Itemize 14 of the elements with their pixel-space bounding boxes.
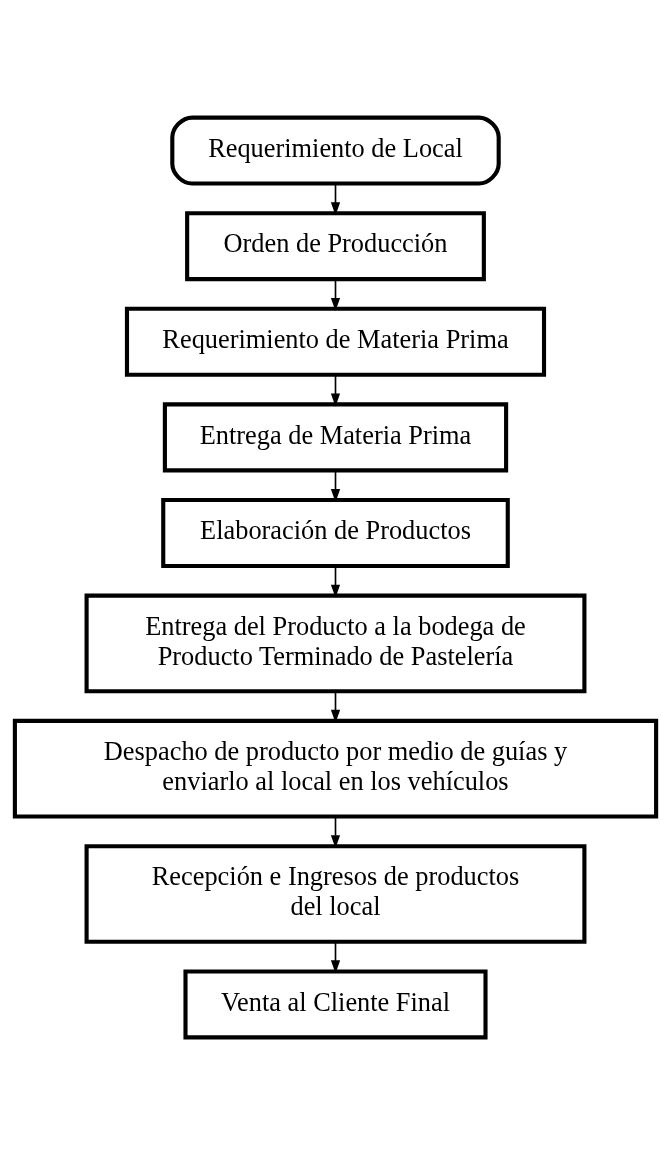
node-box: Elaboración de Productos [161,497,510,568]
arrow [330,374,341,407]
node-box: Orden de Producción [185,211,486,282]
node-box: Entrega del Producto a la bodega de Producto Terminado de Pastelería [84,593,587,694]
node-box: Entrega de Materia Prima [162,402,509,473]
node-box: Recepción e Ingresos de productos del local [84,844,587,944]
node-box: Despacho de producto por medio de guías y enviarlo al local en los vehículos [12,718,659,819]
node-box: Requerimiento de Local [170,115,501,186]
arrow [330,278,341,312]
arrow [330,183,341,216]
arrow [330,565,341,598]
arrow [330,941,341,974]
node-box: Venta al Cliente Final [183,969,488,1040]
node-box: Requerimiento de Materia Prima [124,306,547,377]
